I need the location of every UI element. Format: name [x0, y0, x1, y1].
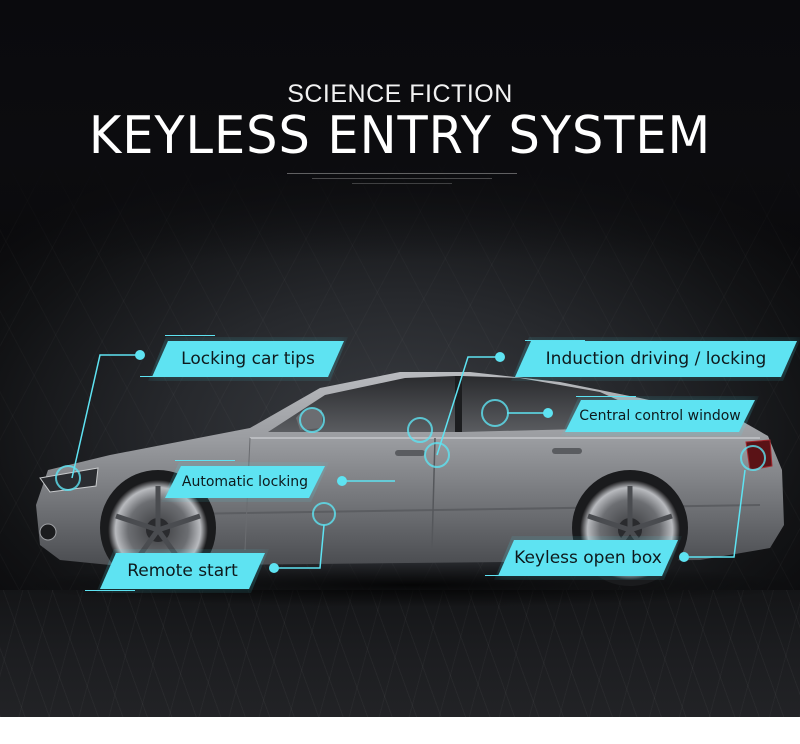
tag-frame [85, 590, 135, 591]
feature-tag-central-control-window: Central control window [565, 400, 755, 432]
feature-label: Keyless open box [514, 548, 662, 568]
tag-frame [525, 340, 585, 341]
top-dark-gradient [0, 0, 800, 260]
fine-print-line [352, 183, 452, 184]
feature-tag-locking-car-tips: Locking car tips [152, 341, 344, 377]
tag-frame [175, 460, 235, 461]
feature-label: Automatic locking [181, 474, 309, 490]
feature-label: Induction driving / locking [545, 349, 767, 369]
feature-label: Remote start [127, 561, 238, 581]
subtitle: SCIENCE FICTION [287, 80, 513, 108]
bottom-margin [0, 717, 800, 744]
feature-tag-induction-driving-locking: Induction driving / locking [515, 341, 797, 377]
floor-texture [0, 590, 800, 717]
feature-tag-automatic-locking: Automatic locking [165, 466, 325, 498]
poster-background: SCIENCE FICTION KEYLESS ENTRY SYSTEM [0, 0, 800, 717]
tag-frame [165, 335, 215, 336]
tag-frame [576, 396, 636, 397]
feature-label: Locking car tips [181, 349, 315, 369]
fine-print-line [287, 173, 517, 174]
feature-tag-keyless-open-box: Keyless open box [498, 540, 678, 576]
fine-print-line [312, 178, 492, 179]
page-title: KEYLESS ENTRY SYSTEM [88, 106, 712, 166]
feature-label: Central control window [579, 408, 741, 424]
feature-tag-remote-start: Remote start [100, 553, 265, 589]
